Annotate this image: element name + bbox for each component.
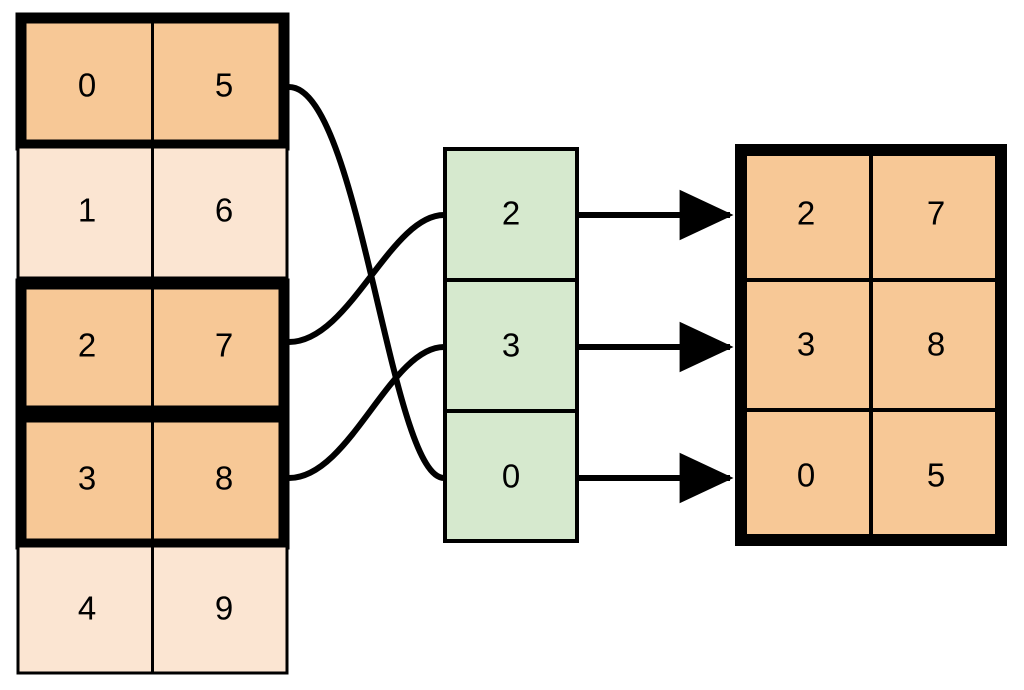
result-row-2-value: 5 <box>927 457 945 494</box>
result-row-0[interactable]: 2 7 <box>797 195 945 232</box>
index-cell-2-outline <box>443 409 579 543</box>
source-row-0[interactable]: 0 5 <box>15 12 290 151</box>
result-row-0-key: 2 <box>797 195 815 232</box>
result-row-1-key: 3 <box>797 326 815 363</box>
source-row-0-key: 0 <box>78 67 96 104</box>
source-row-1[interactable]: 1 6 <box>16 145 289 280</box>
index-cell-2-value: 0 <box>502 458 520 495</box>
source-row-2[interactable]: 2 7 <box>15 278 290 417</box>
index-cell-0-value: 2 <box>502 195 520 232</box>
result-row-0-value: 7 <box>927 195 945 232</box>
curve-link-row0-to-index2 <box>286 84 447 481</box>
source-row-1-value: 6 <box>215 192 233 229</box>
index-cell-2[interactable]: 0 <box>443 409 579 543</box>
result-row-2[interactable]: 0 5 <box>797 457 945 494</box>
curve-links <box>286 84 447 481</box>
source-table: 0 5 1 6 2 7 3 8 <box>15 12 290 675</box>
curve-link-row3-to-index1 <box>286 344 447 481</box>
source-row-4[interactable]: 4 9 <box>16 544 289 675</box>
index-cell-1-outline <box>443 278 579 413</box>
arrow-links <box>579 189 734 504</box>
source-row-3-key: 3 <box>78 460 96 497</box>
index-cell-0-outline <box>443 147 579 282</box>
source-row-3[interactable]: 3 8 <box>15 411 290 550</box>
index-cell-0[interactable]: 2 <box>443 147 579 282</box>
index-cell-1[interactable]: 3 <box>443 278 579 413</box>
index-cell-1-value: 3 <box>502 327 520 364</box>
result-row-1-value: 8 <box>927 326 945 363</box>
index-column: 2 3 0 <box>443 147 579 543</box>
result-row-2-key: 0 <box>797 457 815 494</box>
source-row-2-key: 2 <box>78 327 96 364</box>
source-row-1-key: 1 <box>78 192 96 229</box>
result-row-1[interactable]: 3 8 <box>797 326 945 363</box>
source-row-3-value: 8 <box>215 460 233 497</box>
source-row-0-value: 5 <box>215 67 233 104</box>
source-row-4-key: 4 <box>78 590 96 627</box>
result-table: 2 7 3 8 0 5 <box>735 144 1007 546</box>
source-row-2-value: 7 <box>215 327 233 364</box>
source-row-4-value: 9 <box>215 590 233 627</box>
curve-link-row2-to-index0 <box>286 212 447 345</box>
